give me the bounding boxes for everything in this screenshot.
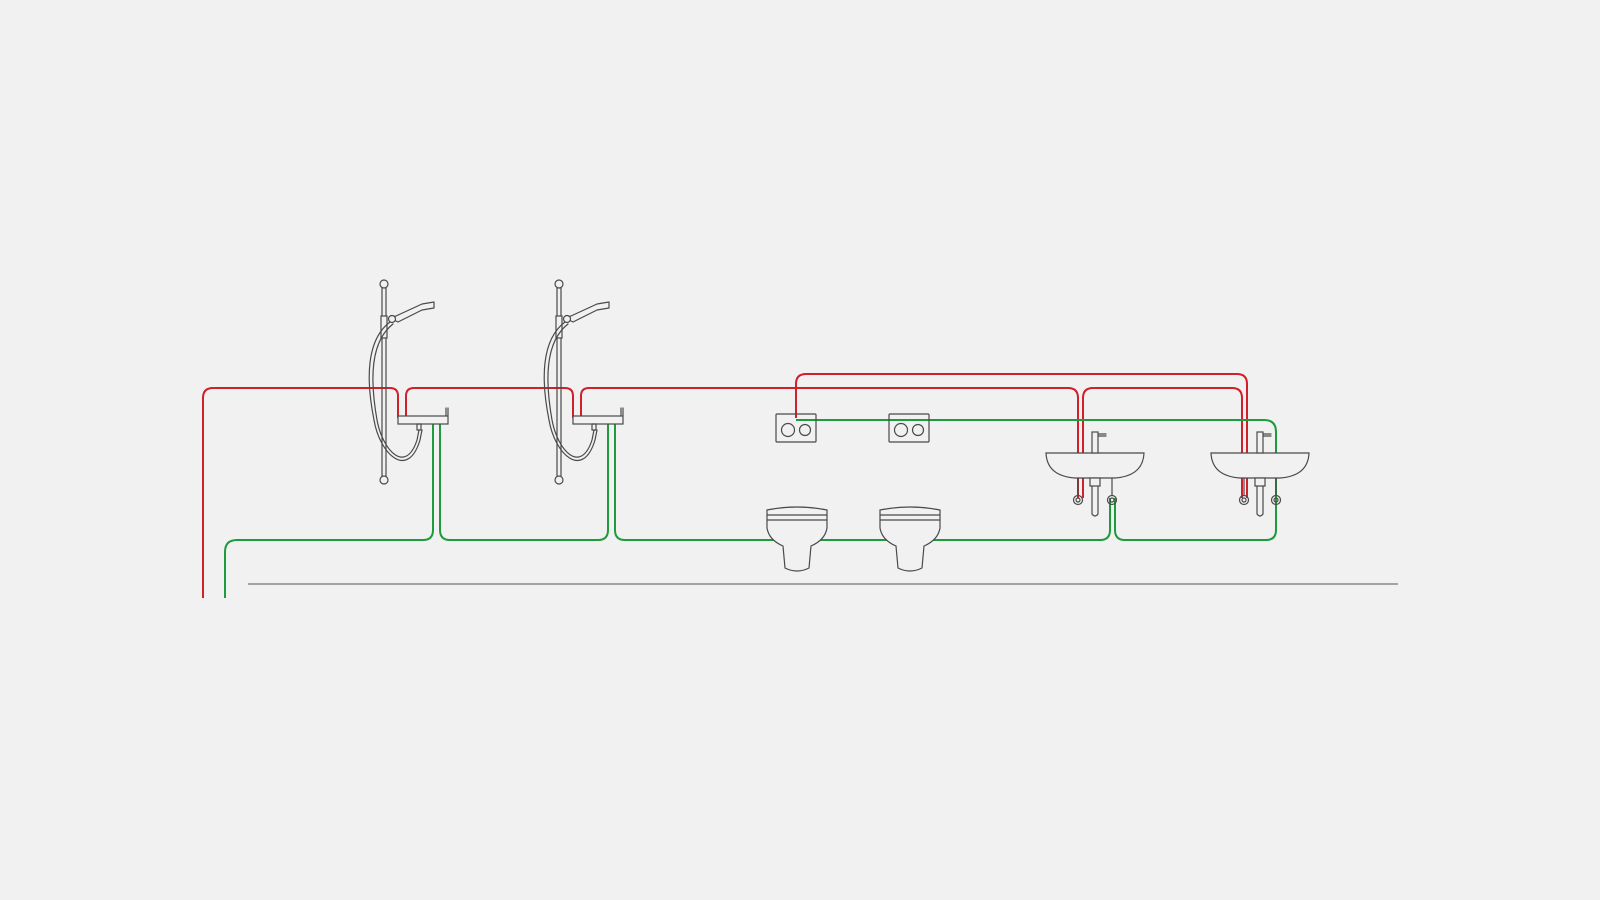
hot-water-pipes <box>202 373 1248 598</box>
flush-plate-icon <box>888 413 930 443</box>
shower-icon <box>543 279 624 485</box>
flush-plate-icon <box>775 413 817 443</box>
toilet-icon <box>766 506 828 572</box>
shower-icon <box>368 279 449 485</box>
washbasin-icon <box>1210 431 1310 517</box>
cold-water-pipes <box>224 418 1277 598</box>
toilet-icon <box>879 506 941 572</box>
washbasin-icon <box>1045 431 1145 517</box>
